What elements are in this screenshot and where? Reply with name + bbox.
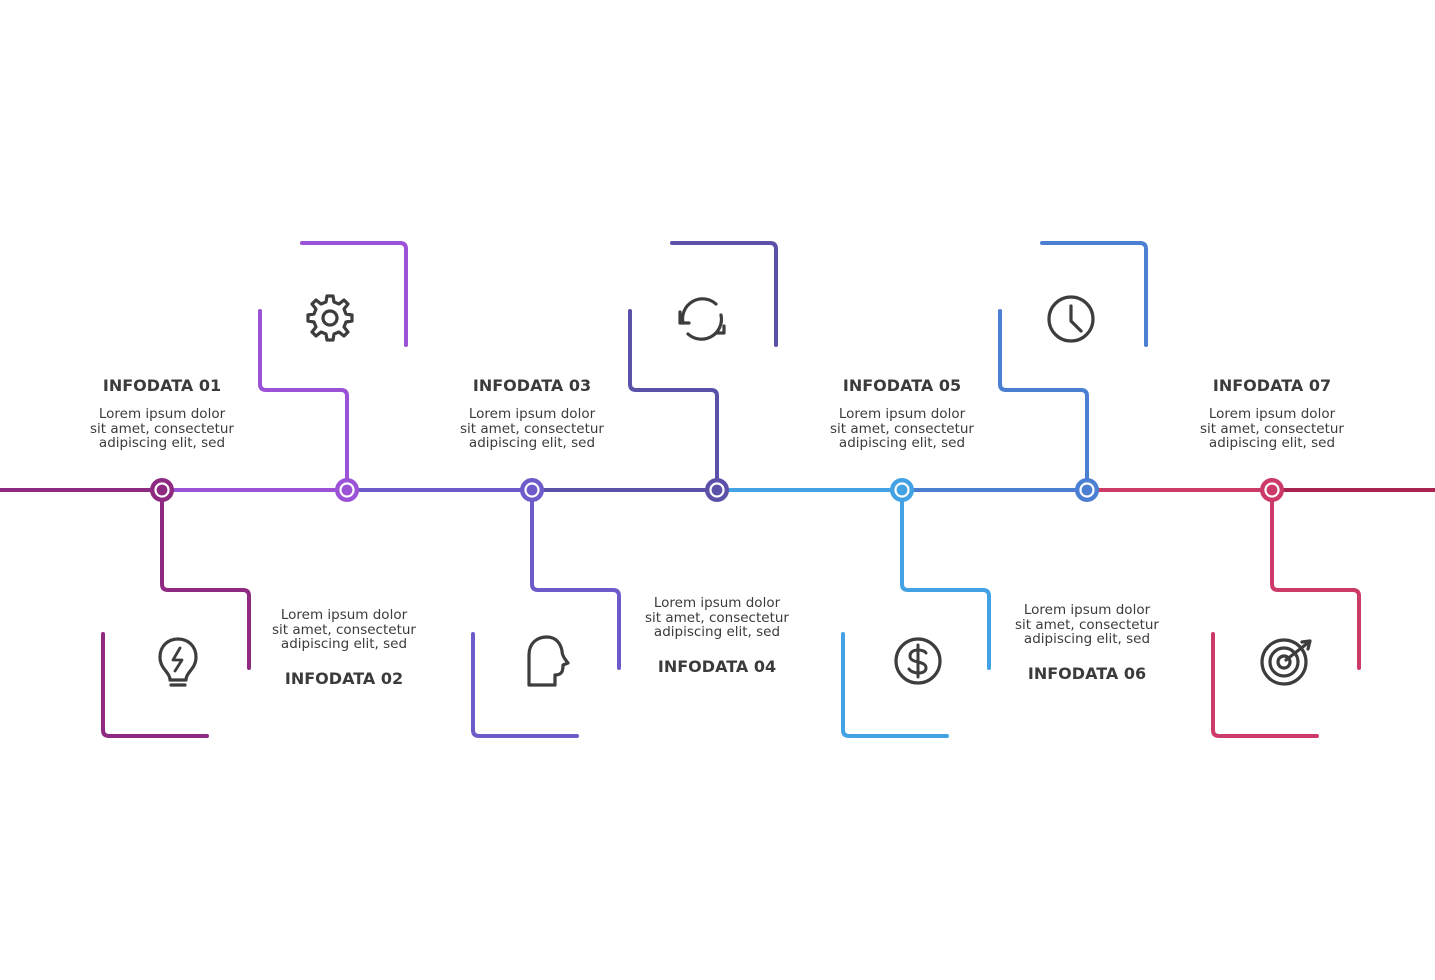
branch-connector [1270,488,1361,670]
step-title: INFODATA 01 [102,376,222,395]
step-title: INFODATA 05 [842,376,962,395]
timeline-node [705,478,729,502]
step-title: INFODATA 03 [472,376,592,395]
branch-connector [900,488,991,670]
branch-connector [998,309,1089,492]
timeline-node-ring [524,482,540,498]
timeline-node-ring [709,482,725,498]
timeline-node [520,478,544,502]
timeline-node [335,478,359,502]
timeline-node [890,478,914,502]
icon-frame-bracket [670,241,778,347]
connector-lines [0,241,1435,738]
icon-frame-bracket [471,632,579,738]
gear-icon [306,294,354,342]
branch-connector [258,309,349,492]
clock-icon [1047,295,1095,343]
timeline-node [1260,478,1284,502]
lightbulb-bolt-icon [158,637,198,687]
icon-frame-bracket [1040,241,1148,347]
timeline-node [1075,478,1099,502]
refresh-cycle-icon [678,297,726,341]
timeline-node [150,478,174,502]
timeline-node-ring [1079,482,1095,498]
icon-frame-bracket [101,632,209,738]
timeline-node-ring [1264,482,1280,498]
step-title: INFODATA 02 [284,668,404,688]
target-arrow-icon [1260,638,1312,686]
step-title: INFODATA 07 [1212,376,1332,395]
timeline-node-ring [894,482,910,498]
step-title: INFODATA 04 [657,656,777,676]
icon-frame-bracket [300,241,408,347]
icon-frame-bracket [841,632,949,738]
branch-connector [530,488,621,670]
icon-frame-bracket [1211,632,1319,738]
branch-connector [628,309,719,492]
branch-connector [160,488,251,670]
dollar-coin-icon [894,637,942,685]
timeline-node-ring [154,482,170,498]
step-title: INFODATA 06 [1027,663,1147,683]
step-icons [158,294,1312,687]
head-profile-icon [527,635,570,687]
timeline-node-ring [339,482,355,498]
timeline-nodes [150,478,1284,502]
